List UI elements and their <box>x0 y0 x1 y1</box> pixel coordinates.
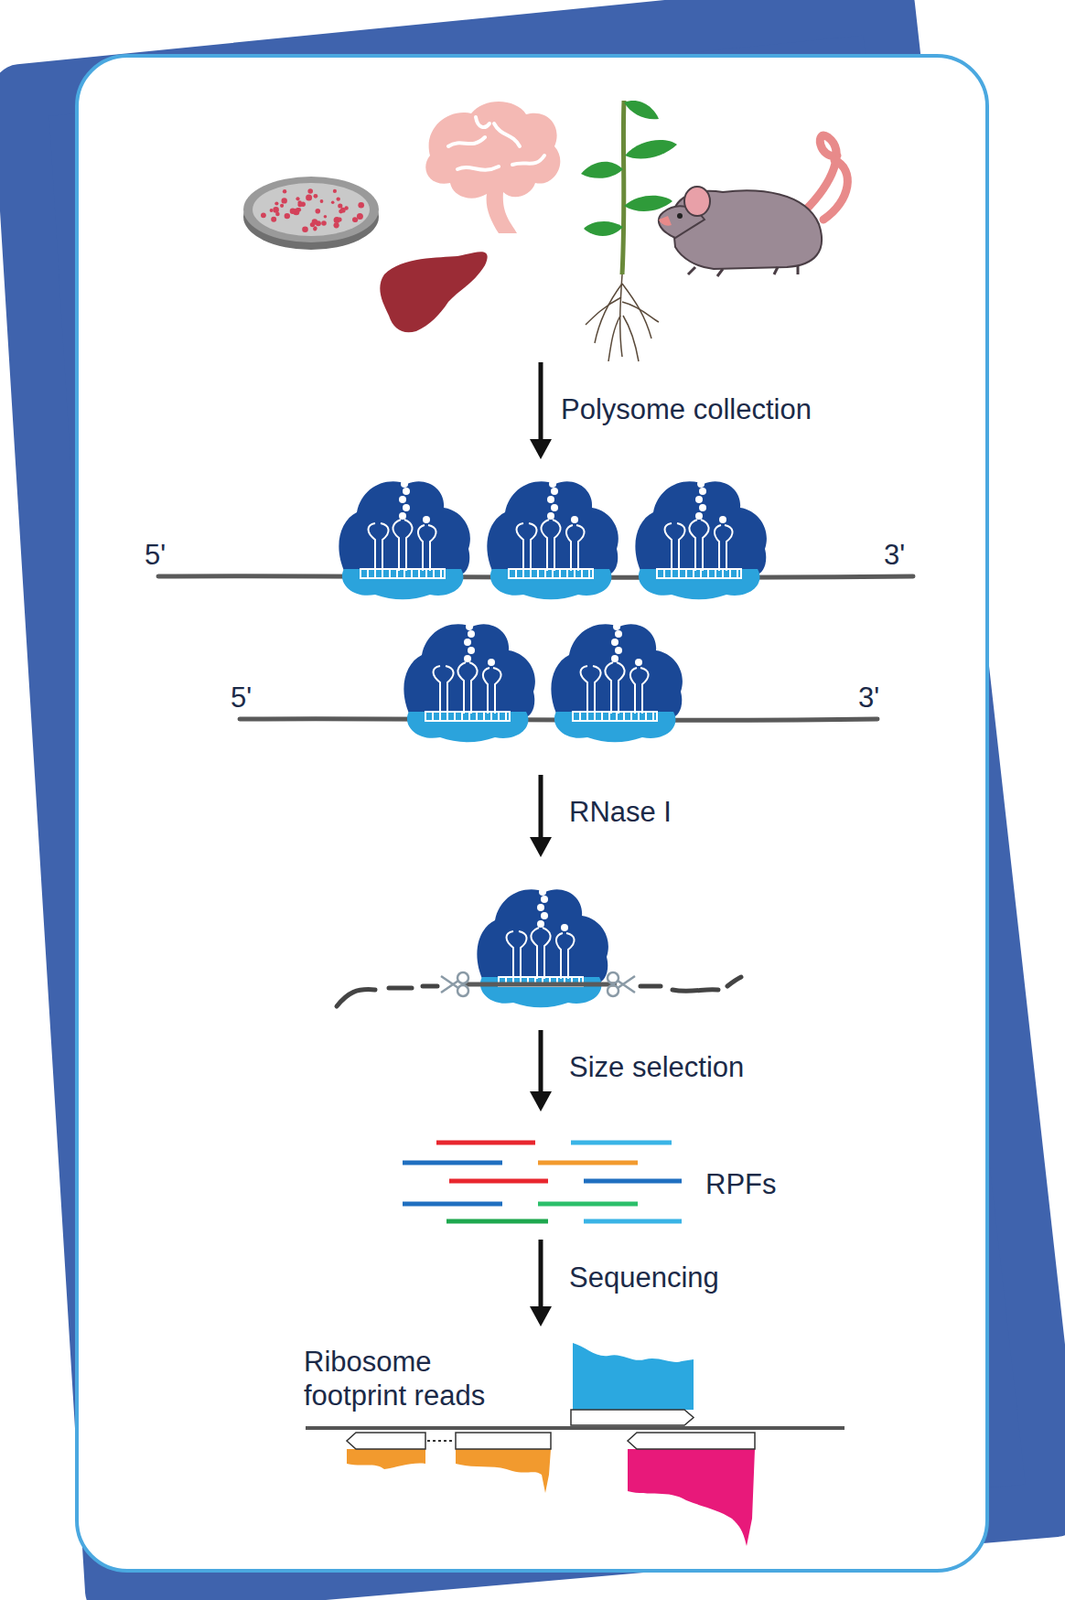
cell-dot <box>312 227 317 232</box>
cell-dot <box>284 213 291 219</box>
cell-dot <box>260 212 267 218</box>
cell-dot <box>313 193 319 199</box>
main-card <box>76 55 988 1571</box>
cell-dot <box>323 215 328 219</box>
plant-icon <box>580 100 678 362</box>
cell-dot <box>333 222 340 228</box>
cell-dot <box>333 189 337 194</box>
cell-dot <box>352 216 358 223</box>
track-label: Ribosome footprint reads <box>303 1344 524 1413</box>
liver-icon <box>379 251 487 333</box>
arrow-head <box>529 1306 552 1327</box>
brain-icon <box>425 101 560 234</box>
cell-dot <box>331 200 335 205</box>
cell-dot <box>282 189 287 194</box>
arrow-head <box>529 1091 552 1112</box>
polysome <box>158 480 914 600</box>
cell-dot <box>270 216 277 223</box>
cell-dot <box>307 188 313 194</box>
rat-icon <box>658 135 848 277</box>
cell-dot <box>274 201 279 205</box>
step-label: Sequencing <box>569 1260 720 1295</box>
cell-dot <box>275 212 280 217</box>
arrow-head <box>529 837 552 858</box>
cell-dot <box>305 194 312 202</box>
end-label: 3' <box>883 537 905 572</box>
footprint-fragments <box>402 1142 682 1222</box>
step-label: Polysome collection <box>560 392 812 427</box>
cell-dot <box>301 225 309 233</box>
cell-dot <box>337 203 343 208</box>
cell-dot <box>354 217 358 222</box>
cell-dot <box>356 213 364 220</box>
cell-dot <box>281 197 288 204</box>
cell-dot <box>272 206 280 214</box>
cell-dot <box>295 207 301 213</box>
cell-dot <box>269 208 274 213</box>
cell-dot <box>290 208 296 215</box>
end-label: 3' <box>858 680 880 715</box>
end-label: 5' <box>144 537 166 572</box>
cell-dot <box>336 196 341 201</box>
cell-dot <box>295 196 300 201</box>
cell-dot <box>297 202 302 207</box>
fragment-label: RPFs <box>705 1167 777 1202</box>
cell-dot <box>311 218 318 225</box>
petri-dish <box>243 176 379 250</box>
step-label: RNase I <box>569 795 672 829</box>
rnase-digestion <box>336 888 742 1008</box>
step-label: Size selection <box>569 1050 744 1085</box>
polysome <box>239 623 878 743</box>
cell-dot <box>315 208 322 215</box>
cell-dot <box>340 207 346 214</box>
cell-dot <box>320 199 324 204</box>
arrow-head <box>529 439 552 460</box>
end-label: 5' <box>230 680 252 715</box>
cell-dot <box>321 220 327 226</box>
back-card <box>20 5 1056 1592</box>
cell-dot <box>357 202 365 209</box>
cell-dot <box>337 216 343 222</box>
cell-dot <box>279 204 284 208</box>
